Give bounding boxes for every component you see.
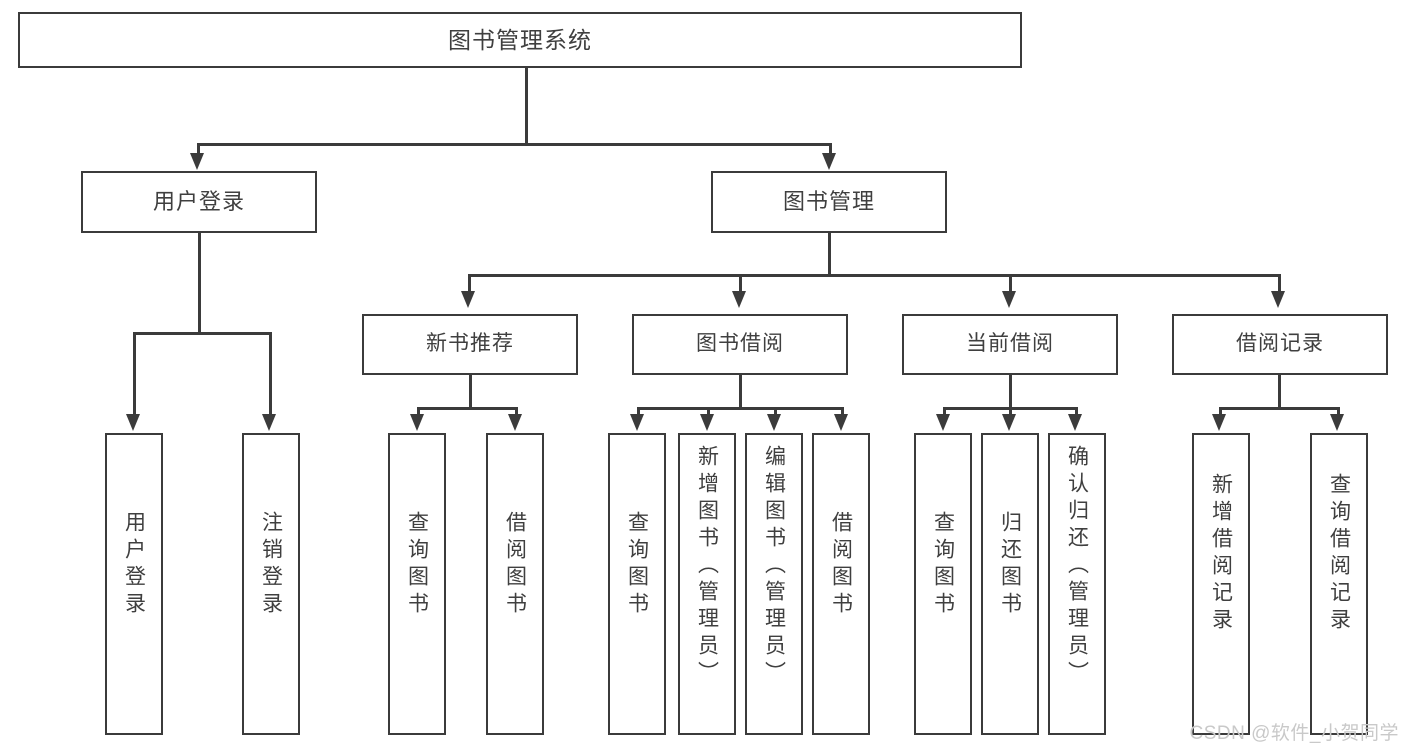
connector-bb-drop-3 (774, 407, 777, 417)
connector-cb-drop-1 (943, 407, 946, 417)
node-leaf-add-book[interactable]: 新增图书（管理员） (678, 433, 736, 735)
arrow-to-new-book-recommend (461, 291, 475, 308)
arrow-to-leaf-query-book-3 (936, 414, 950, 431)
arrow-to-leaf-user-logout (262, 414, 276, 431)
node-leaf-borrow-book-2-label: 借阅图书 (829, 511, 853, 619)
connector-bb-drop-4 (841, 407, 844, 417)
node-leaf-confirm-return[interactable]: 确认归还（管理员） (1048, 433, 1106, 735)
node-leaf-query-record-label: 查询借阅记录 (1327, 473, 1351, 635)
node-leaf-query-book-2[interactable]: 查询图书 (608, 433, 666, 735)
connector-user-login-left-drop (133, 332, 136, 417)
connector-root-to-book-manage (829, 143, 832, 156)
arrow-to-leaf-edit-book (767, 414, 781, 431)
node-leaf-query-book-2-label: 查询图书 (625, 511, 649, 619)
arrow-to-leaf-query-record (1330, 414, 1344, 431)
arrow-to-leaf-borrow-book-1 (508, 414, 522, 431)
node-leaf-user-login-label: 用户登录 (122, 511, 146, 619)
connector-root-stem (525, 68, 528, 144)
connector-root-to-user-login (197, 143, 200, 156)
node-leaf-user-login[interactable]: 用户登录 (105, 433, 163, 735)
node-leaf-add-record[interactable]: 新增借阅记录 (1192, 433, 1250, 735)
arrow-to-leaf-add-book (700, 414, 714, 431)
connector-br-drop-1 (1219, 407, 1222, 417)
arrow-root-to-user-login (190, 153, 204, 170)
node-leaf-query-book-1-label: 查询图书 (405, 511, 429, 619)
connector-br-bus (1219, 407, 1339, 410)
node-leaf-query-book-3-label: 查询图书 (931, 511, 955, 619)
connector-cb-drop-3 (1075, 407, 1078, 417)
node-leaf-return-book[interactable]: 归还图书 (981, 433, 1039, 735)
connector-book-manage-bus (468, 274, 1280, 277)
node-leaf-edit-book-label: 编辑图书（管理员） (762, 445, 786, 688)
connector-cb-drop-2 (1009, 407, 1012, 417)
connector-user-login-right-drop (269, 332, 272, 417)
arrow-to-leaf-confirm-return (1068, 414, 1082, 431)
connector-bb-bus (637, 407, 842, 410)
connector-book-manage-stem (828, 233, 831, 276)
arrow-to-leaf-query-book-2 (630, 414, 644, 431)
connector-br-drop-2 (1337, 407, 1340, 417)
node-new-book-recommend[interactable]: 新书推荐 (362, 314, 578, 375)
connector-nbr-drop-1 (417, 407, 420, 417)
connector-nbr-bus (417, 407, 517, 410)
arrow-to-leaf-user-login (126, 414, 140, 431)
node-user-login[interactable]: 用户登录 (81, 171, 317, 233)
connector-user-login-bus (133, 332, 271, 335)
node-book-manage[interactable]: 图书管理 (711, 171, 947, 233)
connector-bm-to-book-borrow (739, 274, 742, 294)
connector-bb-drop-1 (637, 407, 640, 417)
connector-nbr-stem (469, 375, 472, 409)
node-root-label: 图书管理系统 (448, 26, 592, 53)
connector-bb-stem (739, 375, 742, 409)
node-book-borrow[interactable]: 图书借阅 (632, 314, 848, 375)
connector-bm-to-current-borrow (1009, 274, 1012, 294)
node-leaf-query-book-3[interactable]: 查询图书 (914, 433, 972, 735)
node-leaf-borrow-book-1[interactable]: 借阅图书 (486, 433, 544, 735)
arrow-to-leaf-query-book-1 (410, 414, 424, 431)
node-current-borrow[interactable]: 当前借阅 (902, 314, 1118, 375)
node-leaf-add-record-label: 新增借阅记录 (1209, 473, 1233, 635)
node-leaf-edit-book[interactable]: 编辑图书（管理员） (745, 433, 803, 735)
connector-nbr-drop-2 (515, 407, 518, 417)
node-book-borrow-label: 图书借阅 (696, 332, 784, 356)
node-leaf-user-logout-label: 注销登录 (259, 511, 283, 619)
node-current-borrow-label: 当前借阅 (966, 332, 1054, 356)
arrow-to-leaf-borrow-book-2 (834, 414, 848, 431)
arrow-to-book-borrow (732, 291, 746, 308)
node-new-book-recommend-label: 新书推荐 (426, 332, 514, 356)
connector-cb-stem (1009, 375, 1012, 409)
node-leaf-borrow-book-1-label: 借阅图书 (503, 511, 527, 619)
node-leaf-add-book-label: 新增图书（管理员） (695, 445, 719, 688)
arrow-root-to-book-manage (822, 153, 836, 170)
node-leaf-user-logout[interactable]: 注销登录 (242, 433, 300, 735)
connector-bm-to-new-book (468, 274, 471, 294)
node-leaf-borrow-book-2[interactable]: 借阅图书 (812, 433, 870, 735)
node-book-manage-label: 图书管理 (782, 189, 875, 215)
arrow-to-leaf-return-book (1002, 414, 1016, 431)
arrow-to-borrow-record (1271, 291, 1285, 308)
node-borrow-record[interactable]: 借阅记录 (1172, 314, 1388, 375)
arrow-to-current-borrow (1002, 291, 1016, 308)
node-leaf-query-record[interactable]: 查询借阅记录 (1310, 433, 1368, 735)
connector-root-bus (197, 143, 829, 146)
node-borrow-record-label: 借阅记录 (1236, 332, 1324, 356)
connector-user-login-stem (198, 233, 201, 334)
node-leaf-return-book-label: 归还图书 (998, 511, 1022, 619)
connector-bm-to-borrow-record (1278, 274, 1281, 294)
node-leaf-confirm-return-label: 确认归还（管理员） (1065, 445, 1089, 688)
node-root[interactable]: 图书管理系统 (18, 12, 1022, 68)
node-user-login-label: 用户登录 (152, 189, 245, 215)
arrow-to-leaf-add-record (1212, 414, 1226, 431)
connector-br-stem (1278, 375, 1281, 409)
connector-bb-drop-2 (707, 407, 710, 417)
node-leaf-query-book-1[interactable]: 查询图书 (388, 433, 446, 735)
